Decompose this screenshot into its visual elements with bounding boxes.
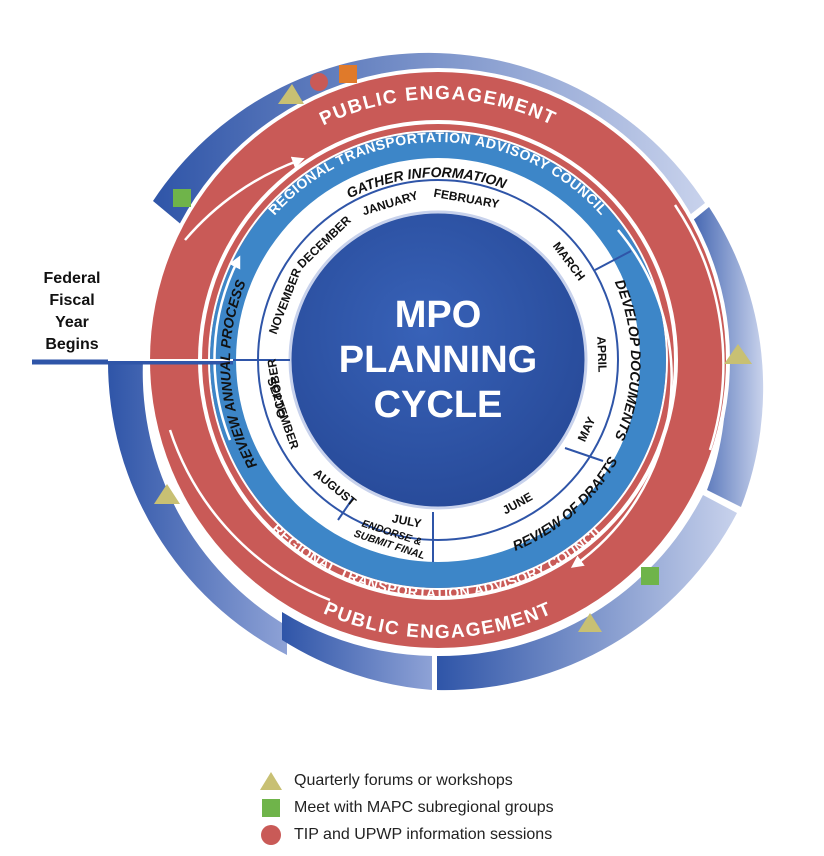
legend-item-forums: Quarterly forums or workshops	[258, 767, 554, 794]
outer-ring-segment-right	[681, 207, 764, 507]
circle-icon	[258, 824, 284, 846]
cycle-arrow-right-outer	[673, 204, 725, 451]
cycle-arrow-left-outer	[168, 429, 331, 602]
month-label-april: APRIL	[594, 336, 609, 372]
event-markers	[154, 65, 752, 632]
center-title-line2: PLANNING	[339, 339, 537, 381]
outer-ring-left	[107, 360, 287, 655]
center-title-line3: CYCLE	[374, 384, 503, 426]
legend-label-forums: Quarterly forums or workshops	[294, 771, 513, 789]
info-session-circle-top	[310, 73, 328, 91]
outer-ring-segment-bottom	[282, 612, 432, 690]
cycle-arrow-left	[213, 255, 241, 441]
legend: Quarterly forums or workshops Meet with …	[258, 767, 554, 848]
planning-cycle-diagram: PUBLIC ENGAGEMENT PUBLIC ENGAGEMENT REGI…	[32, 52, 764, 691]
legend-item-subregional: Meet with MAPC subregional groups	[258, 794, 554, 821]
center-title-line1: MPO	[395, 294, 482, 336]
cycle-arrow-top	[184, 156, 305, 241]
forum-triangle-left	[154, 484, 180, 504]
cycle-arrow-right	[570, 229, 673, 568]
subregional-square-left	[173, 189, 191, 207]
legend-label-sessions: TIP and UPWP information sessions	[294, 825, 553, 843]
legend-label-subregional: Meet with MAPC subregional groups	[294, 798, 554, 816]
legend-item-sessions: TIP and UPWP information sessions	[258, 821, 554, 848]
triangle-icon	[258, 770, 284, 792]
subregional-square-right	[641, 567, 659, 585]
forum-triangle-bottom	[578, 613, 602, 632]
outer-ring-segment-bottomright	[437, 495, 737, 691]
square-icon	[258, 797, 284, 819]
phase-dividers	[233, 250, 632, 562]
federal-fiscal-year-label: Federal Fiscal Year Begins	[43, 270, 101, 353]
forum-triangle-top	[278, 84, 304, 104]
forum-triangle-right	[724, 344, 752, 364]
orange-square-top	[339, 65, 357, 83]
month-label-july: JULY	[391, 511, 423, 530]
